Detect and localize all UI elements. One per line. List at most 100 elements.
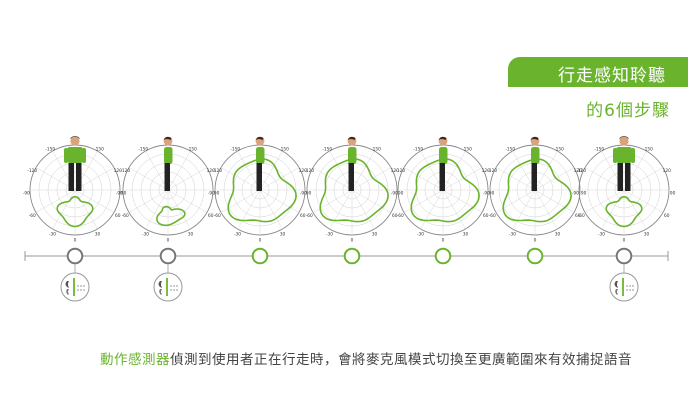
page-subtitle: 的6個步驟 — [586, 101, 670, 121]
polar-spoke — [167, 167, 208, 191]
polar-angle-label: -150 — [594, 147, 604, 153]
polar-angle-label: -30 — [598, 232, 605, 238]
polar-spoke — [442, 189, 466, 230]
polar-spoke — [351, 189, 375, 230]
polar-spoke — [145, 189, 169, 230]
polar-angle-label: 0 — [442, 238, 445, 244]
caption-text: 偵測到使用者正在行走時，會將麥克風模式切換至更廣範圍來有效捕捉語音 — [170, 352, 632, 368]
polar-angle-label: 150 — [464, 147, 472, 153]
person-leg-right — [76, 163, 82, 191]
polar-spoke — [145, 150, 169, 191]
ear-shape-lower — [159, 289, 162, 295]
polar-angle-label: -150 — [45, 147, 55, 153]
person-figure — [530, 136, 540, 191]
polar-angle-label: -90 — [116, 190, 123, 196]
polar-angle-label: 30 — [95, 232, 101, 238]
timeline-node — [66, 247, 84, 265]
person-legs — [164, 163, 170, 191]
timeline-node — [615, 247, 633, 265]
polar-angle-label: 90 — [670, 190, 676, 196]
polar-spoke — [220, 167, 261, 191]
polar-pattern — [227, 158, 297, 223]
polar-spoke — [167, 150, 191, 191]
person-torso — [531, 147, 540, 164]
person-legs — [531, 163, 537, 191]
person-hair — [347, 136, 356, 140]
polar-angle-label: 60 — [300, 213, 306, 219]
person-torso — [348, 147, 357, 164]
polar-spoke — [495, 167, 536, 191]
polar-spoke — [351, 150, 375, 191]
polar-angle-label: -30 — [142, 232, 149, 238]
polar-angle-label: 90 — [121, 190, 127, 196]
person-arm-right — [82, 148, 86, 163]
person-legs — [256, 163, 262, 191]
polar-angle-label: -120 — [27, 168, 37, 174]
polar-pattern — [410, 158, 480, 223]
person-hair — [163, 136, 172, 140]
ear-shape-lower — [615, 289, 618, 295]
polar-angle-label: -150 — [505, 147, 515, 153]
person-torso — [164, 147, 173, 164]
polar-spoke — [237, 150, 261, 191]
polar-spoke — [259, 167, 300, 191]
polar-angle-label: 90 — [214, 190, 220, 196]
polar-angle-label: -90 — [208, 190, 215, 196]
person-leg-right — [625, 163, 631, 191]
polar-spoke — [329, 150, 353, 191]
polar-angle-label: 120 — [207, 168, 215, 174]
caption-highlight: 動作感測器 — [100, 352, 170, 368]
polar-angle-label: 90 — [398, 190, 404, 196]
polar-angle-label: -30 — [49, 232, 56, 238]
polar-angle-label: 150 — [645, 147, 653, 153]
person-leg-left — [68, 163, 74, 191]
timeline-node — [251, 247, 269, 265]
title-badge: 行走感知聆聽 — [508, 57, 688, 87]
polar-spoke — [623, 189, 664, 213]
person-hair — [530, 136, 539, 140]
polar-angle-label: -90 — [483, 190, 490, 196]
polar-spoke — [167, 189, 208, 213]
polar-angle-label: -90 — [23, 190, 30, 196]
timeline-node — [159, 247, 177, 265]
person-figure — [64, 136, 86, 191]
polar-spoke — [495, 189, 536, 213]
ear-shape — [65, 281, 69, 288]
icon-circle — [153, 272, 183, 302]
polar-spoke — [534, 189, 575, 213]
polar-spoke — [259, 189, 283, 230]
timeline-node — [343, 247, 361, 265]
polar-angle-label: -150 — [138, 147, 148, 153]
polar-spoke — [259, 150, 283, 191]
polar-angle-label: -60 — [214, 213, 221, 219]
polar-angle-label: 30 — [644, 232, 650, 238]
ear-shape-lower — [66, 289, 69, 295]
polar-spoke — [403, 189, 444, 213]
person-torso — [616, 147, 632, 163]
polar-angle-label: 60 — [208, 213, 214, 219]
polar-spoke — [351, 189, 392, 213]
polar-angle-label: 150 — [373, 147, 381, 153]
person-arm-right — [631, 148, 635, 163]
polar-pattern — [502, 158, 572, 223]
polar-angle-label: -60 — [489, 213, 496, 219]
polar-spoke — [623, 189, 647, 230]
polar-angle-label: 150 — [96, 147, 104, 153]
polar-pattern — [605, 195, 643, 228]
polar-spoke — [220, 189, 261, 213]
polar-angle-label: -60 — [306, 213, 313, 219]
polar-angle-label: 60 — [392, 213, 398, 219]
polar-spoke — [237, 189, 261, 230]
person-arm-left — [64, 148, 68, 163]
polar-angle-label: 60 — [483, 213, 489, 219]
polar-angle-label: 150 — [189, 147, 197, 153]
person-figure — [255, 136, 265, 191]
polar-angle-label: 120 — [663, 168, 671, 174]
polar-angle-label: -60 — [29, 213, 36, 219]
